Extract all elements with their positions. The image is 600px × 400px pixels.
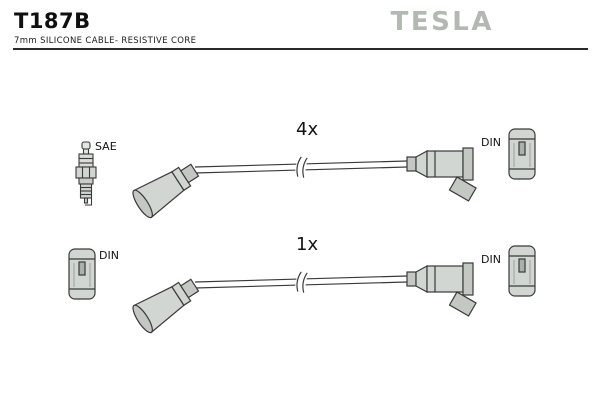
cable-break-mark — [293, 270, 309, 294]
header-divider — [13, 48, 588, 50]
cable-assembly-row-1: SAE 4x DIN — [75, 119, 536, 221]
distributor-boot-icon — [406, 147, 477, 202]
cable-break-mark — [293, 155, 309, 179]
elbow-boot-icon — [129, 271, 204, 336]
din-terminal-icon — [508, 128, 536, 180]
din-label: DIN — [481, 136, 501, 149]
din-label: DIN — [481, 253, 501, 266]
spark-plug-icon — [75, 141, 97, 206]
din-terminal-icon — [508, 245, 536, 297]
product-code: T187B — [14, 9, 91, 33]
cable-assembly-row-2: DIN 1x DIN — [68, 234, 536, 336]
distributor-boot-icon — [406, 262, 477, 317]
din-label: DIN — [99, 249, 119, 262]
product-subtitle: 7mm SILICONE CABLE- RESISTIVE CORE — [14, 36, 197, 46]
quantity-label: 1x — [296, 234, 318, 255]
tesla-logo: TESLA — [390, 7, 494, 37]
elbow-boot-icon — [129, 156, 204, 221]
sae-label: SAE — [95, 140, 117, 153]
quantity-label: 4x — [296, 119, 318, 140]
din-terminal-icon — [68, 248, 96, 300]
